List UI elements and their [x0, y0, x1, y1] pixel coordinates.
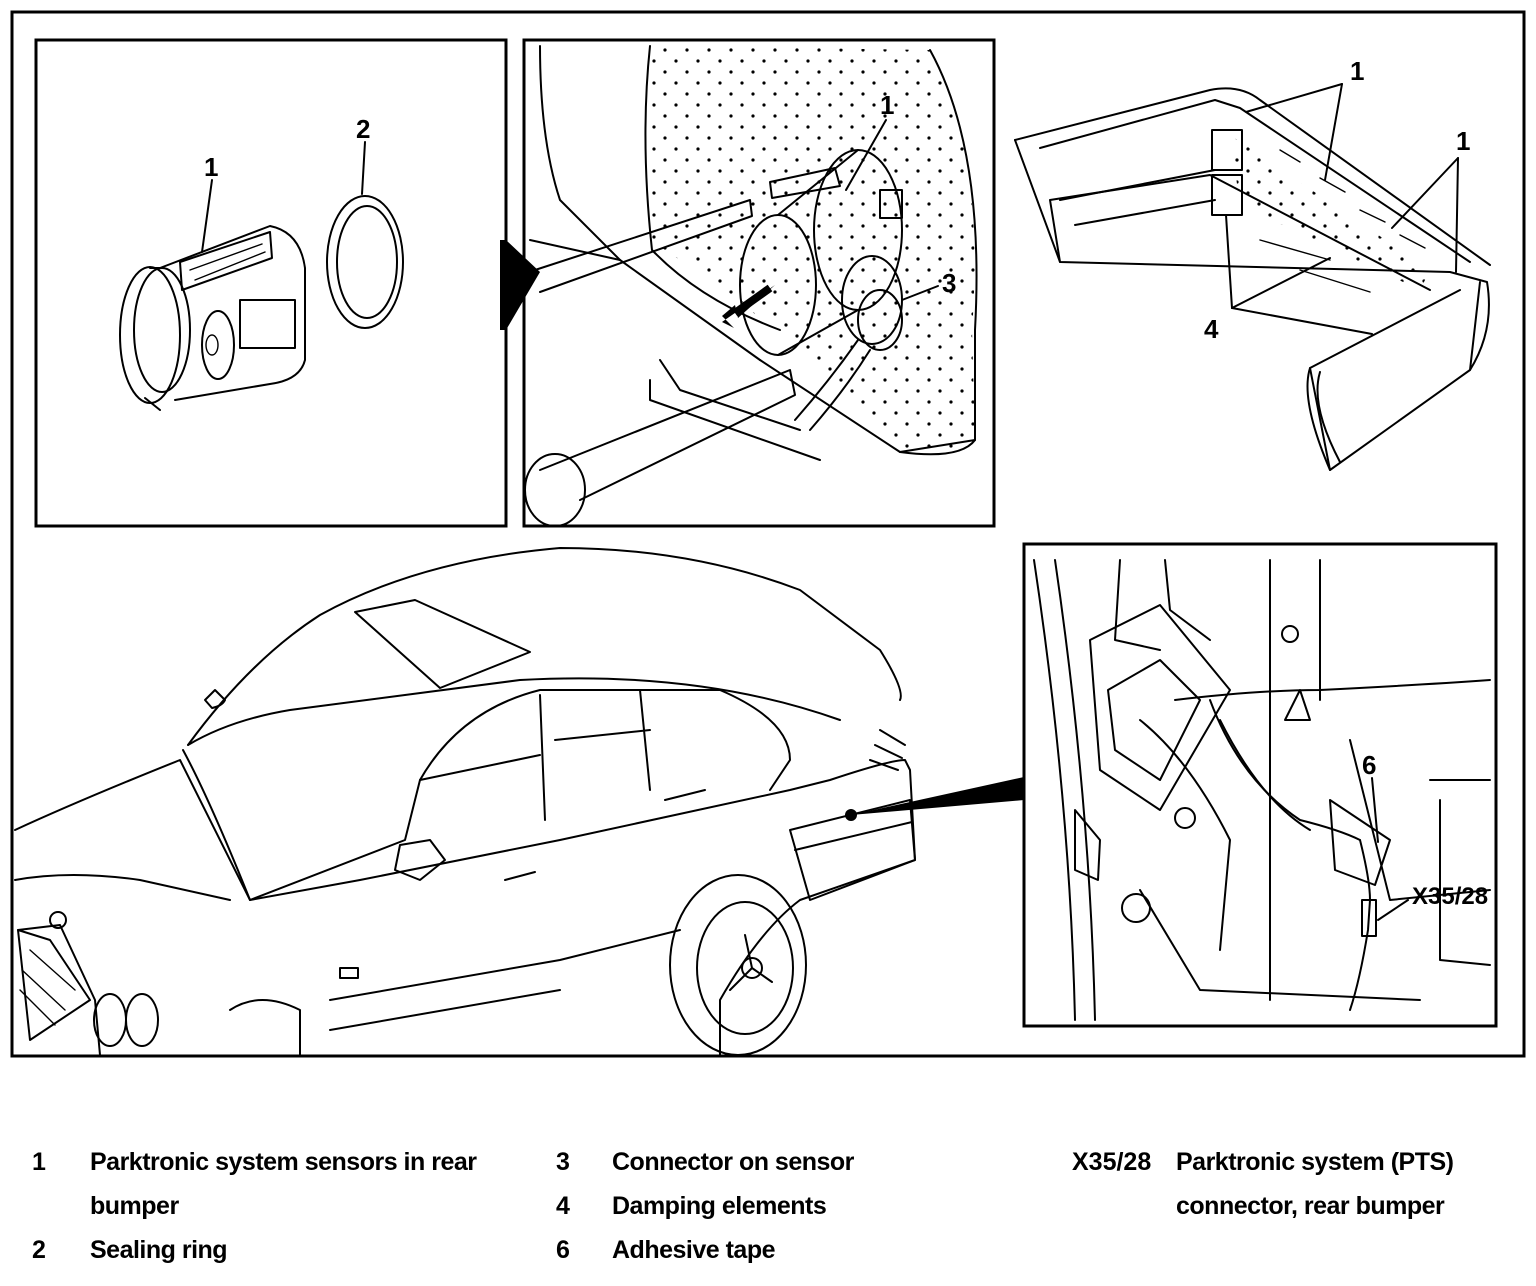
legend-text-4: Damping elements [612, 1192, 827, 1220]
callout-1-panel3-b: 1 [1456, 126, 1470, 156]
callout-1-panel2: 1 [880, 90, 894, 120]
callout-x35-28-panel5: X35/28 [1412, 883, 1488, 910]
legend-key-2: 2 [32, 1236, 46, 1264]
callout-6-panel5: 6 [1362, 750, 1376, 780]
panel-sensor-removal: 1 3 [500, 38, 996, 528]
direction-arrow [500, 240, 540, 330]
panel-car [14, 547, 1024, 1056]
legend-key-x35-28: X35/28 [1072, 1148, 1152, 1176]
parktronic-diagram: 1 2 1 3 [10, 10, 1526, 1058]
legend-text-6: Adhesive tape [612, 1236, 776, 1264]
callout-1-panel3-a: 1 [1350, 56, 1364, 86]
legend-text-1-line2: bumper [90, 1192, 179, 1220]
legend-key-4: 4 [556, 1192, 570, 1220]
legend-text-2: Sealing ring [90, 1236, 228, 1264]
legend: 1 Parktronic system sensors in rear bump… [0, 1140, 1536, 1280]
legend-key-1: 1 [32, 1148, 46, 1176]
legend-text-3: Connector on sensor [612, 1148, 854, 1176]
legend-key-6: 6 [556, 1236, 570, 1264]
panel-sensor-and-ring: 1 2 [34, 38, 508, 528]
legend-text-x35-28-line1: Parktronic system (PTS) [1176, 1148, 1454, 1176]
callout-3-panel2: 3 [942, 268, 956, 298]
sealing-ring-illustration [326, 195, 404, 329]
sensor-illustration [119, 225, 306, 411]
callout-1-panel1: 1 [204, 152, 218, 182]
pointer-beam [851, 777, 1024, 815]
callout-2-panel1: 2 [356, 114, 370, 144]
legend-text-1-line1: Parktronic system sensors in rear [90, 1148, 477, 1176]
legend-key-3: 3 [556, 1148, 570, 1176]
legend-text-x35-28-line2: connector, rear bumper [1176, 1192, 1445, 1220]
panel-connector-detail: 6 X35/28 [1022, 542, 1498, 1028]
callout-4-panel3: 4 [1204, 314, 1219, 344]
panel-rear-bumper: 1 1 4 [1014, 56, 1491, 471]
